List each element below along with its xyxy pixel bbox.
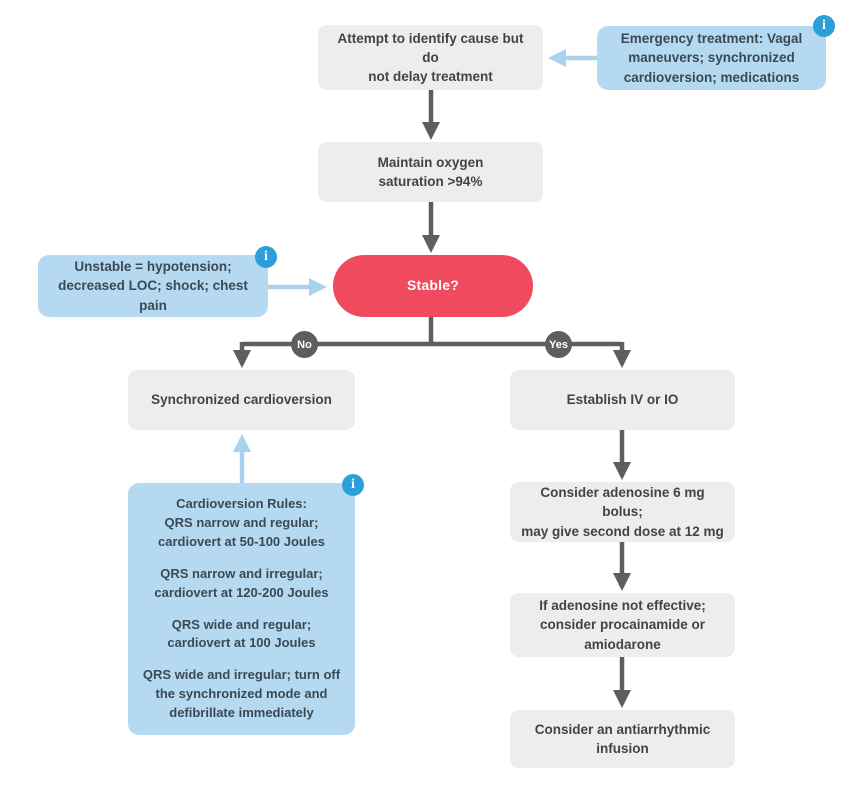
info-icon-glyph: i (264, 249, 268, 264)
antiarrhythmic-infusion-box: Consider an antiarrhythmic infusion (510, 710, 735, 768)
info-icon[interactable]: i (342, 474, 364, 496)
attempt-identify-cause-label: Attempt to identify cause but do not del… (337, 30, 524, 85)
adenosine-bolus-box: Consider adenosine 6 mg bolus; may give … (510, 482, 735, 542)
attempt-identify-cause-box: Attempt to identify cause but do not del… (318, 25, 543, 90)
cardioversion-rule: QRS wide and irregular; turn off the syn… (142, 667, 341, 720)
adenosine-not-effective-box: If adenosine not effective; consider pro… (510, 593, 735, 657)
branch-label-no: No (291, 331, 318, 358)
info-icon[interactable]: i (255, 246, 277, 268)
adenosine-bolus-label: Consider adenosine 6 mg bolus; may give … (521, 485, 724, 539)
cardioversion-rule: QRS narrow and irregular; cardiovert at … (154, 565, 329, 600)
cardioversion-rules-callout: Cardioversion Rules: QRS narrow and regu… (128, 483, 355, 735)
establish-iv-io-box: Establish IV or IO (510, 370, 735, 430)
stable-decision-label: Stable? (407, 277, 459, 294)
establish-iv-io-label: Establish IV or IO (566, 392, 679, 408)
info-icon[interactable]: i (813, 15, 835, 37)
cardioversion-rule: QRS wide and regular; cardiovert at 100 … (167, 616, 316, 651)
maintain-oxygen-box: Maintain oxygen saturation >94% (318, 142, 543, 202)
cardioversion-rules-title: Cardioversion Rules: (176, 496, 307, 512)
synchronized-cardioversion-box: Synchronized cardioversion (128, 370, 355, 430)
unstable-definition-callout: Unstable = hypotension; decreased LOC; s… (38, 255, 268, 317)
unstable-definition-label: Unstable = hypotension; decreased LOC; s… (58, 259, 248, 313)
emergency-treatment-label: Emergency treatment: Vagal maneuvers; sy… (620, 31, 803, 85)
emergency-treatment-callout: Emergency treatment: Vagal maneuvers; sy… (597, 26, 826, 90)
adenosine-not-effective-label: If adenosine not effective; consider pro… (539, 598, 706, 652)
info-icon-glyph: i (822, 18, 826, 33)
synchronized-cardioversion-label: Synchronized cardioversion (151, 392, 332, 408)
info-icon-glyph: i (351, 477, 355, 492)
branch-label-yes: Yes (545, 331, 572, 358)
antiarrhythmic-infusion-label: Consider an antiarrhythmic infusion (534, 721, 711, 756)
cardioversion-rule: QRS narrow and regular; cardiovert at 50… (158, 515, 325, 549)
maintain-oxygen-label: Maintain oxygen saturation >94% (377, 154, 484, 189)
stable-decision-box: Stable? (333, 255, 533, 317)
